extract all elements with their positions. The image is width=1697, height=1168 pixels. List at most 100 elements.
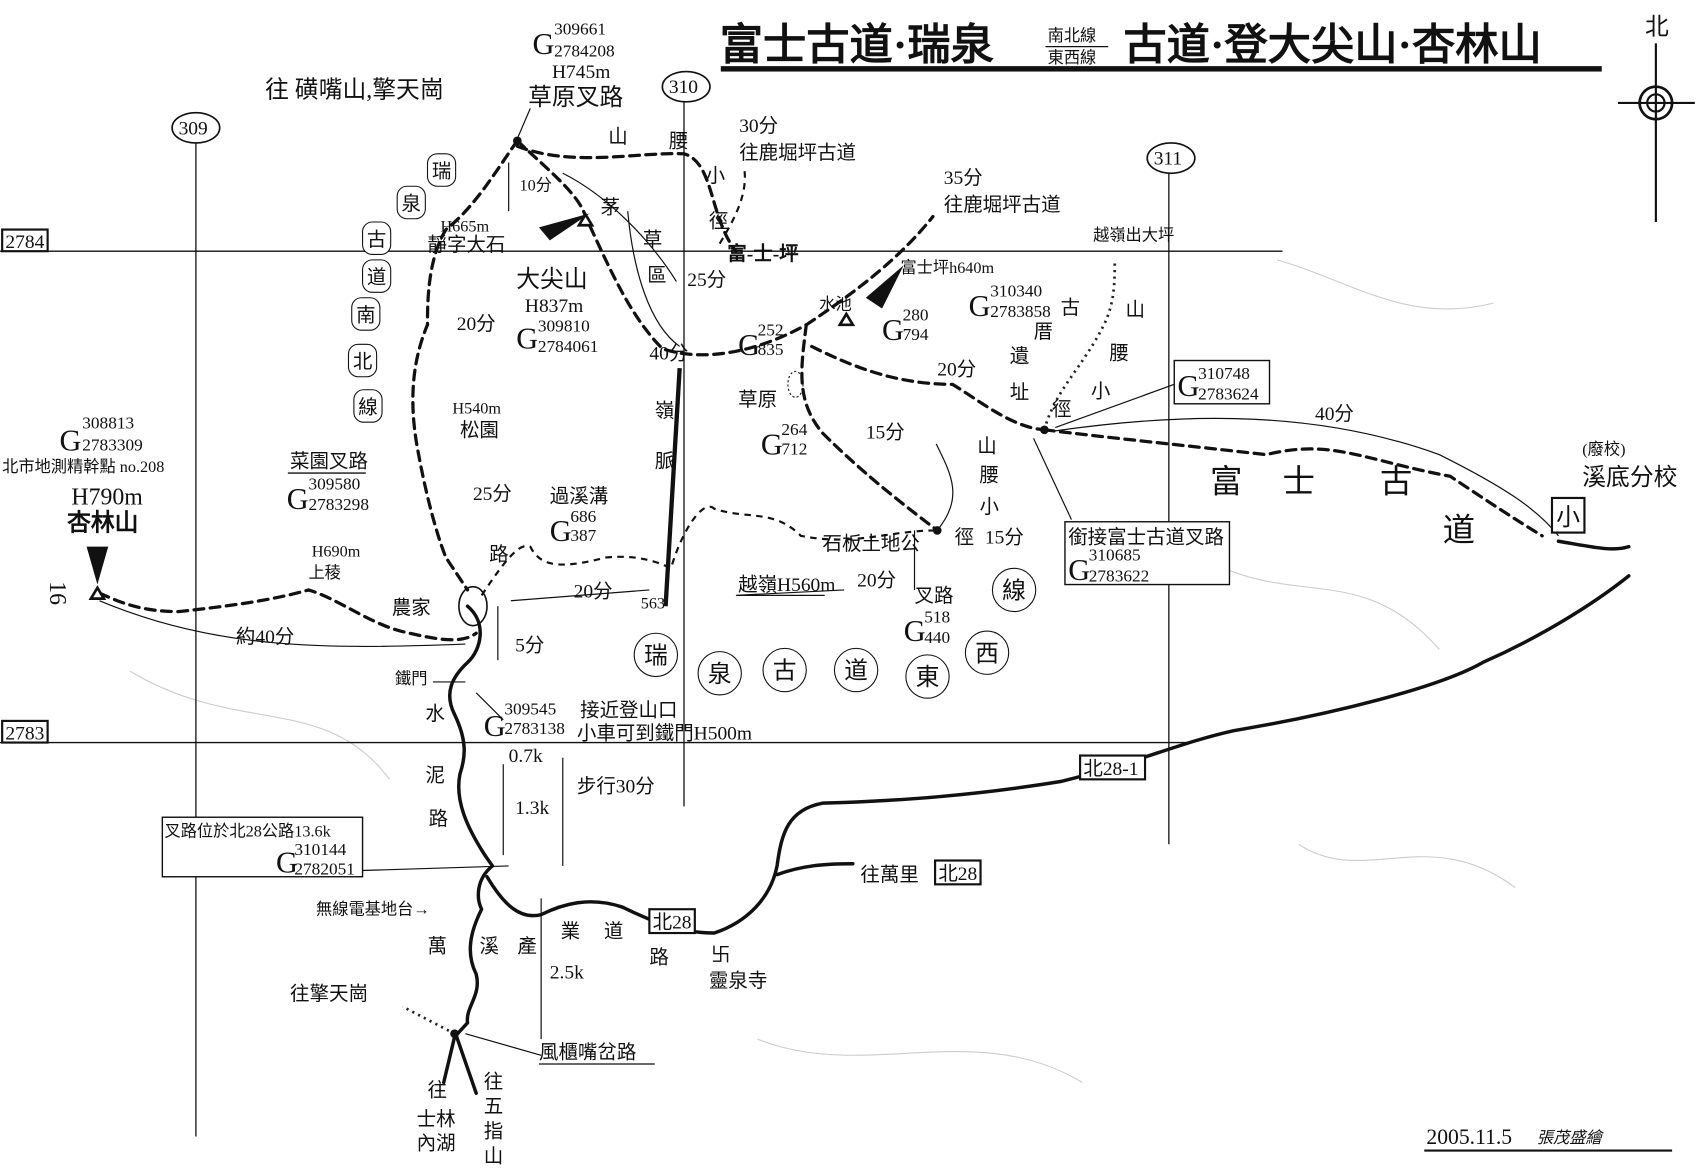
gate-label: 鐵門 xyxy=(395,669,427,688)
walk-30min: 步行30分 xyxy=(577,775,655,797)
to-qingtiangang-label: 往擎天崗 xyxy=(290,983,368,1005)
caoyuan-g-top: 309661 xyxy=(554,20,606,39)
pond-label: 水池 xyxy=(819,296,851,314)
g-letter: G xyxy=(738,328,760,362)
grid-label-311: 311 xyxy=(1154,149,1182,170)
label-shan: 山 xyxy=(484,1145,503,1167)
label-gu: 古 xyxy=(1061,297,1080,319)
datianshan-g-top: 309810 xyxy=(538,316,590,335)
grid-label-2783: 2783 xyxy=(5,723,44,744)
ns-char: 古 xyxy=(367,229,386,251)
time-40min: 40分 xyxy=(1315,403,1354,425)
time-30min: 30分 xyxy=(739,115,778,137)
label-shan: 山 xyxy=(608,126,627,148)
label-shilin: 士林 xyxy=(417,1109,456,1131)
junction-dot xyxy=(450,1029,459,1039)
label-mao: 茅 xyxy=(601,196,620,218)
ew-line-label: 瑞 泉 古 道 東 西 線 xyxy=(633,567,1037,699)
time-15min: 15分 xyxy=(985,526,1024,548)
g-top: 264 xyxy=(781,420,807,439)
title-subtitle-top: 南北線 xyxy=(1048,27,1097,45)
g-letter: G xyxy=(761,428,783,462)
label-wan: 萬 xyxy=(427,936,446,958)
north-arrow: 北 xyxy=(1617,14,1695,222)
label-shui: 水 xyxy=(425,703,444,725)
g-letter: G xyxy=(60,423,82,457)
time-35min: 35分 xyxy=(944,167,983,189)
title-part2: 古道·登大尖山·杏林山 xyxy=(1123,22,1541,70)
fushiping-pointer-icon xyxy=(865,265,904,309)
label-cuo: 厝 xyxy=(1034,322,1053,343)
road-junction-note: 叉路位於北28公路13.6k xyxy=(165,823,332,841)
label-wang: 往 xyxy=(484,1071,503,1093)
fushi-junction-g-top: 310685 xyxy=(1089,546,1141,565)
pond-icon xyxy=(458,585,488,627)
trailhead-g-bottom: 2783138 xyxy=(504,719,565,738)
caoyuan-g-bottom: 2784208 xyxy=(554,41,615,60)
ns-char: 線 xyxy=(358,397,377,419)
label-neihu: 內湖 xyxy=(417,1132,456,1154)
g-letter: G xyxy=(532,27,554,61)
peak-pointer-icon xyxy=(538,213,590,241)
fushi-trail xyxy=(1042,428,1544,538)
trails xyxy=(97,139,1544,1035)
label-yao: 腰 xyxy=(979,466,998,487)
label-yao: 腰 xyxy=(1109,343,1128,364)
xinglinshan-trail xyxy=(97,588,478,642)
fushi-char: 士 xyxy=(1282,464,1314,501)
label-zhi: 址 xyxy=(1010,381,1029,403)
distance-0-7k: 0.7k xyxy=(509,746,543,767)
label-zhi: 指 xyxy=(484,1121,503,1143)
xinglinshan-name: 杏林山 xyxy=(67,509,138,536)
map-title: 富士古道·瑞泉 南北線 東西線 古道·登大尖山·杏林山 xyxy=(720,22,1602,72)
meadow-label: 草原 xyxy=(738,389,777,411)
label-qu: 區 xyxy=(647,266,666,287)
grid-label-309: 309 xyxy=(179,118,208,139)
callout-lines xyxy=(86,108,1559,1056)
jingzi-height: H665m xyxy=(440,218,489,236)
bei28-road xyxy=(485,574,1631,935)
label-xiao: 小 xyxy=(1091,380,1110,402)
time-25min: 25分 xyxy=(473,483,512,505)
ew-char: 道 xyxy=(844,658,868,685)
ns-char: 瑞 xyxy=(432,161,451,183)
label-lu: 路 xyxy=(649,946,668,968)
time-40min: 40分 xyxy=(649,342,688,364)
g-letter: G xyxy=(550,514,572,548)
xinglinshan-height: H790m xyxy=(71,484,143,510)
label-shan: 山 xyxy=(977,436,996,458)
junction-dot xyxy=(932,526,942,535)
ruins-g-bottom: 2783624 xyxy=(1198,384,1259,403)
ridge-name: 上稜 xyxy=(308,564,340,582)
temple-label: 靈泉寺 xyxy=(709,970,767,992)
label-wang: 往 xyxy=(427,1079,446,1101)
ns-char: 泉 xyxy=(402,193,421,215)
songyuan-height: H540m xyxy=(452,400,501,418)
label-xi: 溪 xyxy=(479,936,498,958)
time-20min: 20分 xyxy=(574,581,613,603)
to-qiaozuishan-label: 往 磺嘴山,擎天崗 xyxy=(265,77,443,104)
school-name: 溪底分校 xyxy=(1582,464,1677,491)
ns-trail xyxy=(411,139,519,592)
road-junction-g-bottom: 2782051 xyxy=(294,860,355,879)
map-author: 張茂盛繪 xyxy=(1537,1129,1605,1147)
label-mai: 脈 xyxy=(655,451,674,473)
fushiping-triangle-icon xyxy=(837,311,856,327)
farm-label: 農家 xyxy=(392,597,431,619)
label-lu: 路 xyxy=(489,544,508,566)
datianshan-name: 大尖山 xyxy=(516,266,587,293)
fushi-junction-g-bottom: 2783622 xyxy=(1089,566,1150,585)
creek-name: 過溪溝 xyxy=(550,485,608,507)
g-bottom: 794 xyxy=(903,325,929,344)
creek-g-top: 686 xyxy=(570,507,596,526)
ns-char: 北 xyxy=(353,351,372,373)
ew-char: 西 xyxy=(975,641,999,667)
creek-g-bottom: 387 xyxy=(570,526,596,545)
to-daping-label: 越嶺出大坪 xyxy=(1093,226,1174,244)
time-20min: 20分 xyxy=(937,359,976,381)
wanxi-road xyxy=(452,864,495,1039)
ew-char: 線 xyxy=(1002,578,1026,605)
ew-trail xyxy=(480,505,938,596)
label-wu: 五 xyxy=(484,1097,503,1118)
fengguizui-branch-left xyxy=(441,1035,457,1085)
